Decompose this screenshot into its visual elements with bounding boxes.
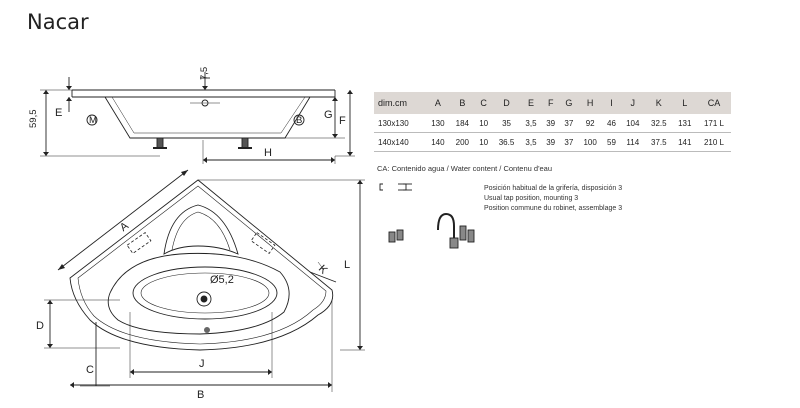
dim-7-5-label: 7,5 — [199, 67, 210, 80]
table-cell: 130x130 — [374, 114, 426, 133]
table-header: F — [541, 92, 560, 114]
tap-position-line: Posición habitual de la grifería, dispos… — [484, 185, 623, 192]
table-cell: 171 L — [697, 114, 731, 133]
label-C: C — [86, 364, 94, 376]
table-cell: 39 — [541, 132, 560, 152]
label-G: G — [324, 109, 333, 121]
table-cell: 3,5 — [520, 114, 542, 133]
top-view — [44, 169, 365, 392]
table-header: K — [645, 92, 673, 114]
dimensions-table: dim.cm A B C D E F G H I J K L CA 130x13… — [374, 92, 731, 152]
table-cell: 210 L — [697, 132, 731, 152]
table-header: G — [559, 92, 578, 114]
table-header: H — [577, 92, 603, 114]
table-header: D — [492, 92, 521, 114]
table-cell: 3,5 — [520, 132, 542, 152]
label-J: J — [199, 358, 205, 370]
table-cell: 37.5 — [645, 132, 673, 152]
side-view — [40, 72, 355, 164]
table-cell: 130 — [425, 114, 451, 133]
tap-layout-icons — [379, 183, 475, 249]
tap-position-line: Position commune du robinet, assemblage … — [484, 205, 623, 212]
marker-B: B — [296, 115, 302, 126]
table-cell: 35 — [492, 114, 521, 133]
table-header: E — [520, 92, 542, 114]
label-F: F — [339, 115, 346, 127]
table-header: B — [450, 92, 475, 114]
table-cell: 141 — [672, 132, 698, 152]
water-content-note: CA: Contenido agua / Water content / Con… — [377, 164, 553, 173]
table-header: A — [425, 92, 451, 114]
label-L: L — [344, 259, 350, 271]
table-cell: 184 — [450, 114, 475, 133]
table-cell: 10 — [474, 132, 493, 152]
table-cell: 114 — [620, 132, 645, 152]
table-cell: 36.5 — [492, 132, 521, 152]
table-cell: 104 — [620, 114, 645, 133]
table-cell: 59 — [602, 132, 621, 152]
table-cell: 140 — [425, 132, 451, 152]
page-title: Nacar — [27, 10, 89, 34]
label-A: A — [118, 220, 132, 234]
label-D: D — [36, 320, 44, 332]
table-header-row: dim.cm A B C D E F G H I J K L CA — [374, 92, 731, 114]
table-cell: 92 — [577, 114, 603, 133]
table-row: 140x140 140 200 10 36.5 3,5 39 37 100 59… — [374, 132, 731, 152]
marker-M: M — [89, 115, 97, 126]
table-cell: 37 — [559, 132, 578, 152]
table-cell: 100 — [577, 132, 603, 152]
drain-diameter-label: Ø5,2 — [210, 274, 234, 286]
table-header: CA — [697, 92, 731, 114]
label-E: E — [55, 107, 62, 119]
tap-position-caption: Posición habitual de la grifería, dispos… — [484, 184, 622, 214]
table-cell: 39 — [541, 114, 560, 133]
label-H: H — [264, 147, 272, 159]
table-header: J — [620, 92, 645, 114]
table-cell: 46 — [602, 114, 621, 133]
table-cell: 200 — [450, 132, 475, 152]
table-cell: 140x140 — [374, 132, 426, 152]
table-row: 130x130 130 184 10 35 3,5 39 37 92 46 10… — [374, 114, 731, 133]
table-header: I — [602, 92, 621, 114]
table-header: C — [474, 92, 493, 114]
table-header: dim.cm — [374, 92, 426, 114]
tap-position-line: Usual tap position, mounting 3 — [484, 195, 579, 202]
label-B: B — [197, 389, 204, 401]
table-cell: 37 — [559, 114, 578, 133]
table-header: L — [672, 92, 698, 114]
table-cell: 32.5 — [645, 114, 673, 133]
table-cell: 10 — [474, 114, 493, 133]
table-cell: 131 — [672, 114, 698, 133]
dim-59-5-label: 59,5 — [28, 110, 39, 129]
